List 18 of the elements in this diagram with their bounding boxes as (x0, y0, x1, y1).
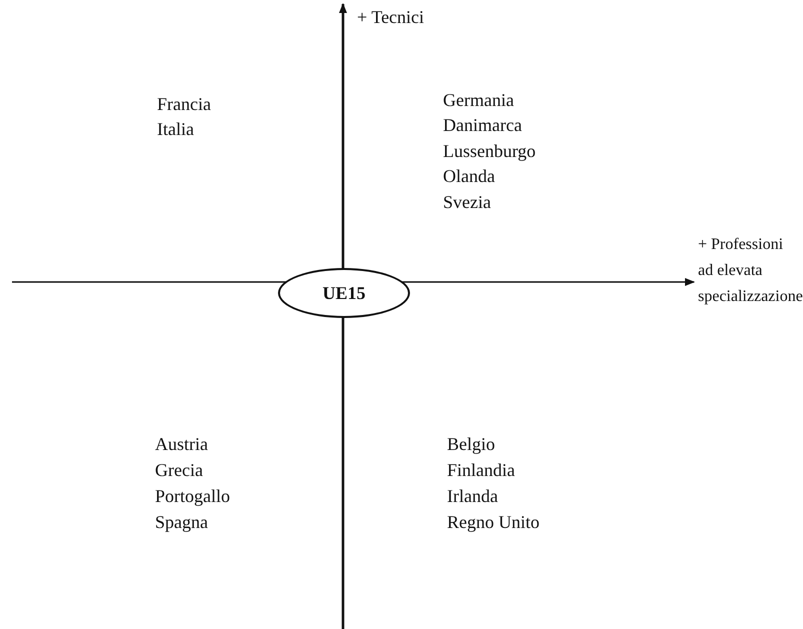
country-name: Portogallo (155, 485, 230, 508)
country-name: Germania (443, 89, 514, 112)
country-name: Svezia (443, 191, 491, 214)
country-name: Italia (157, 118, 194, 141)
country-name: Regno Unito (447, 511, 540, 534)
country-name: Spagna (155, 511, 208, 534)
axis-label: + Tecnici (357, 6, 424, 29)
country-name: Danimarca (443, 114, 522, 137)
axis-label: + Professioni ad elevata specializzazione (698, 235, 802, 307)
country-name: Irlanda (447, 485, 498, 508)
node-label: UE15 (322, 282, 366, 304)
country-name: Olanda (443, 165, 495, 188)
country-name: Lussenburgo (443, 140, 536, 163)
country-name: Grecia (155, 459, 203, 482)
country-name: Austria (155, 433, 208, 456)
country-name: Belgio (447, 433, 495, 456)
country-name: Finlandia (447, 459, 515, 482)
country-name: Francia (157, 93, 211, 116)
